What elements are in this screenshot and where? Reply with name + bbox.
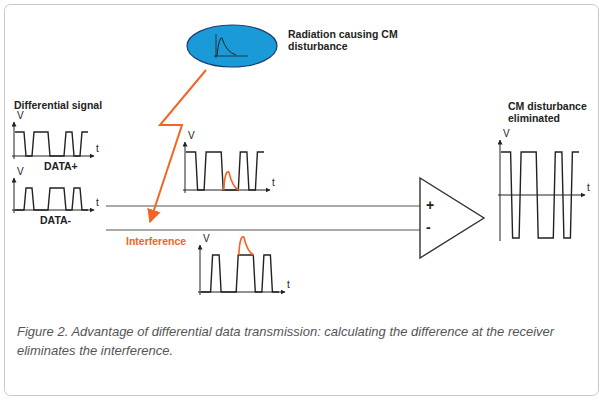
waveform <box>15 188 88 210</box>
heading-label: Differential signal <box>14 99 102 111</box>
input-sign: - <box>426 220 431 234</box>
wire-negative <box>106 229 420 230</box>
axis-v <box>200 245 201 295</box>
radiation-source-ellipse: Radiation causing CM disturbance <box>186 24 278 68</box>
axis-label: t <box>272 177 275 188</box>
axis-label: V <box>503 128 510 139</box>
heading-label: CM disturbance eliminated <box>508 100 598 124</box>
ellipse-shape <box>187 25 277 67</box>
triangle-shape <box>420 178 484 258</box>
axis-label: V <box>17 166 24 177</box>
axis-label: t <box>96 143 99 154</box>
waveform <box>501 152 579 238</box>
signal-name: DATA- <box>40 214 71 226</box>
differential-amplifier: +- <box>418 176 486 260</box>
wire-positive <box>106 205 420 206</box>
mini-pulse <box>217 38 236 56</box>
axis-label: V <box>188 130 195 141</box>
mini-axis <box>216 34 217 58</box>
axis-label: t <box>587 182 590 193</box>
interference-label: Interference <box>126 235 186 247</box>
cm-glitch <box>224 172 239 190</box>
axis-v <box>14 122 15 159</box>
axis-v <box>500 140 501 241</box>
waveform <box>201 255 279 292</box>
frame-border <box>5 5 599 396</box>
signal-name: DATA+ <box>44 160 78 172</box>
node-outline <box>418 176 486 260</box>
input-sign: + <box>426 198 434 212</box>
axis-v <box>14 178 15 213</box>
axis-label: V <box>203 233 210 244</box>
waveform <box>186 152 264 190</box>
source-caption: Radiation causing CM disturbance <box>288 28 406 52</box>
node-outline <box>186 24 278 68</box>
figure-caption: Figure 2. Advantage of differential data… <box>17 322 583 360</box>
axis-label: t <box>287 279 290 290</box>
axis-label: V <box>17 110 24 121</box>
axis-v <box>185 142 186 193</box>
mini-axis <box>214 56 248 57</box>
lightning-bolt <box>150 70 206 222</box>
waveform <box>15 132 88 156</box>
axis-label: t <box>96 197 99 208</box>
cm-glitch <box>239 237 254 255</box>
